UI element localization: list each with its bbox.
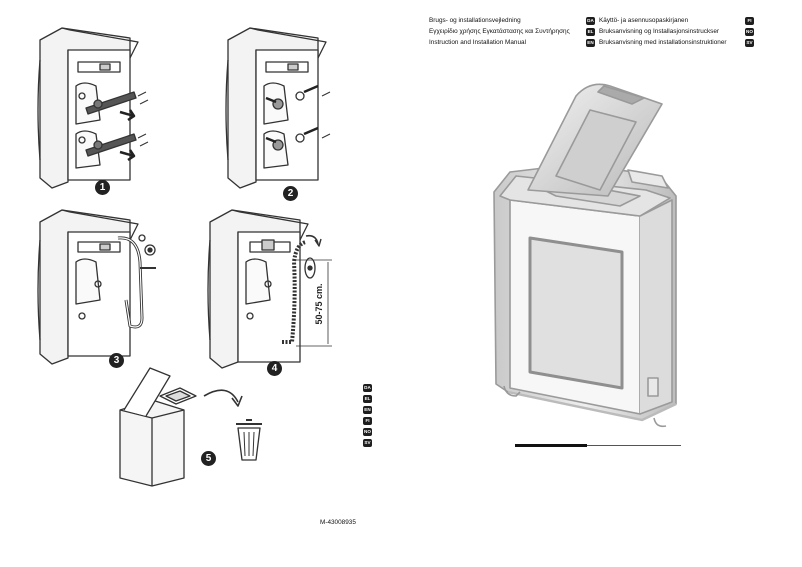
step-4-illustration: [207, 209, 332, 369]
lang-badge-el: EL: [586, 28, 595, 36]
lang-code-da: DA: [363, 384, 372, 392]
lang-code-fi: FI: [363, 417, 372, 425]
step-badge-4: 4: [267, 361, 282, 376]
lang-badge-sv: SV: [745, 39, 754, 47]
manual-title-el: Εγχειρίδιο χρήσης Εγκατάστασης και Συντή…: [429, 28, 570, 35]
step-3-illustration: [37, 209, 156, 365]
step-badge-5: 5: [201, 451, 216, 466]
lang-code-no: NO: [363, 428, 372, 436]
manual-title-no: Bruksanvisning og Installasjonsinstrucks…: [599, 28, 720, 35]
step-1-illustration: [37, 27, 149, 189]
document-code: M-43008935: [320, 519, 356, 526]
step-2-illustration: [225, 27, 331, 189]
lang-badge-da: DA: [586, 17, 595, 25]
step-badge-1: 1: [95, 180, 110, 195]
manual-title-en: Instruction and Installation Manual: [429, 39, 526, 46]
lang-badge-fi: FI: [745, 17, 754, 25]
decorative-bar-thick: [515, 444, 587, 447]
manual-title-sv: Bruksanvisning med installationsinstrukt…: [599, 39, 727, 46]
manual-title-fi: Käyttö- ja asennusopaskirjanen: [599, 17, 689, 24]
step-badge-3: 3: [109, 353, 124, 368]
lang-code-el: EL: [363, 395, 372, 403]
step-badge-2: 2: [283, 186, 298, 201]
trash-bin-icon: [236, 419, 262, 461]
lang-badge-no: NO: [745, 28, 754, 36]
lang-code-en: EN: [363, 406, 372, 414]
manual-title-da: Brugs- og installationsvejledning: [429, 17, 521, 24]
step-5-illustration: [119, 367, 262, 487]
lang-code-sv: SV: [363, 439, 372, 447]
lang-badge-en: EN: [586, 39, 595, 47]
decorative-bar-thin: [587, 445, 681, 446]
